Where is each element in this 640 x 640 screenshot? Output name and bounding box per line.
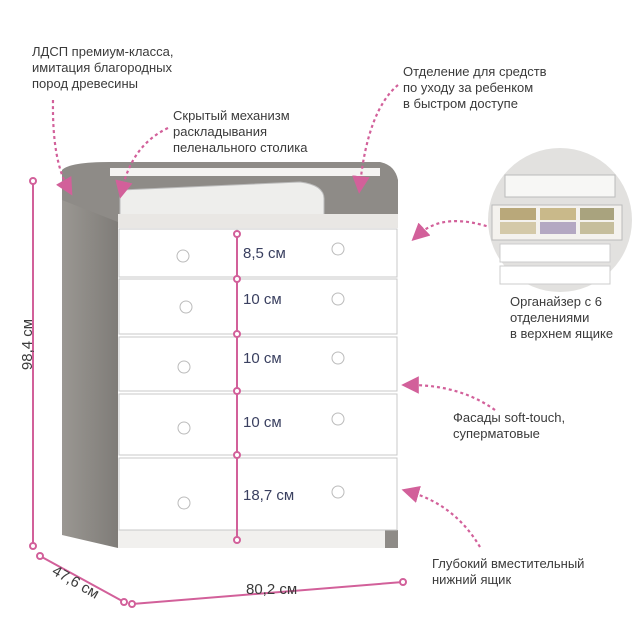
dimension-lines [29,177,407,608]
height-dimension: 98,4 см [19,318,37,371]
callout-material: ЛДСП премиум-класса, имитация благородны… [32,44,174,91]
drawer-height-1: 8,5 см [243,245,286,262]
callout-arrows [51,84,499,548]
drawer-fronts [118,228,398,531]
side-panel [62,190,118,548]
callout-compartment: Отделение для средств по уходу за ребенк… [403,64,547,111]
drawer-height-2: 10 см [243,291,282,308]
callout-mechanism: Скрытый механизм раскладывания пеленальн… [173,108,308,155]
drawer-height-4: 10 см [243,414,282,431]
organizer-inset-image [488,148,632,292]
plinth [118,530,398,548]
width-dimension: 80,2 см [246,581,298,598]
drawer-height-5: 18,7 см [243,487,295,504]
callout-organizer: Органайзер с 6 отделениями в верхнем ящи… [510,294,614,341]
knobs [176,242,345,510]
callout-bottom-drawer: Глубокий вместительный нижний ящик [432,556,585,587]
drawer-height-line [233,230,241,544]
drawer-height-3: 10 см [243,350,282,367]
callout-facades: Фасады soft-touch, суперматовые [453,410,566,441]
